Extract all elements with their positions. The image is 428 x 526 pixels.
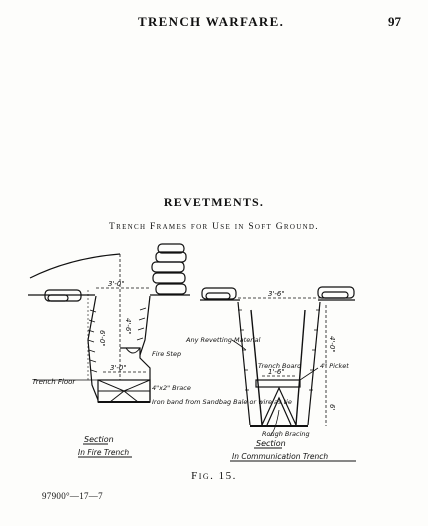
comm-trench-right-wall — [307, 301, 321, 426]
running-title: TRENCH WARFARE. — [138, 14, 285, 29]
page-header: TRENCH WARFARE. 97 — [0, 14, 428, 34]
rough-bracing — [261, 386, 297, 426]
picket-label: 4" Picket — [320, 362, 349, 370]
fire-caption-line-2: In Fire Trench — [78, 448, 129, 457]
iron-band-label: Iron band from Sandbag Bale or wire as t… — [152, 398, 292, 406]
parapet-curve — [29, 253, 121, 279]
comm-caption-line-2: In Communication Trench — [232, 452, 328, 461]
comm-trench-left-wall — [237, 301, 251, 426]
print-code: 97900°—17—7 — [42, 491, 103, 501]
trench-board — [255, 379, 301, 388]
comm-top-width-label: 3'-6" — [268, 290, 285, 298]
fire-caption-line-1: Section — [84, 435, 114, 444]
sandbags-left-lip — [44, 289, 82, 302]
fire-floor-width-label: 3'-0" — [110, 364, 127, 372]
fire-step-label: Fire Step — [152, 350, 181, 358]
section-heading: REVETMENTS. — [163, 195, 265, 209]
revetting-material-label: Any Revetting Material — [185, 336, 261, 344]
comm-depth-label-2: 6' — [328, 404, 336, 410]
page-number: 97 — [388, 14, 401, 29]
fire-top-width-label: 3'-0" — [108, 280, 125, 288]
figure-caption: Fig. 15. — [191, 470, 237, 482]
fire-depth-label-1: 4'-6" — [124, 318, 132, 335]
fire-trench-right-wall — [139, 295, 151, 356]
comm-depth-label-1: 4'-0" — [328, 336, 336, 353]
sandbag-stack-fire — [151, 243, 187, 295]
trench-board-label: Trench Board — [258, 362, 302, 370]
comm-floor-width-label: 1'-6" — [268, 368, 285, 376]
rough-bracing-label: Rough Bracing — [262, 430, 310, 438]
figure-trench-frames: 3'-0" 4'-6" 6'-0" 3'-0" Fire Step 4"x2" … — [0, 240, 428, 480]
fire-depth-label-2: 6'-0" — [98, 330, 106, 347]
comm-caption-line-1: Section — [256, 439, 286, 448]
section-subheading: Trench Frames for Use in Soft Ground. — [109, 222, 319, 232]
brace-label: 4"x2" Brace — [152, 384, 191, 392]
fire-trench-left-wall — [87, 295, 99, 401]
sandbags-comm-left — [201, 287, 237, 300]
trench-diagram: 3'-0" 4'-6" 6'-0" 3'-0" Fire Step 4"x2" … — [28, 243, 356, 462]
sandbags-comm-right — [317, 286, 355, 299]
fire-step — [120, 347, 151, 400]
trench-floor-label: Trench Floor — [32, 378, 76, 386]
